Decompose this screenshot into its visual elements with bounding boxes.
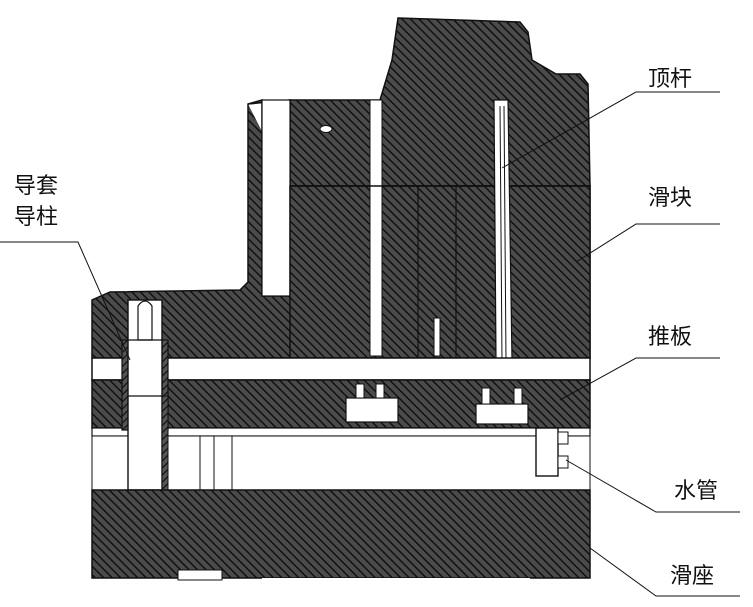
label-push-plate: 推板 — [648, 325, 692, 350]
leader-ejector-pin — [501, 91, 720, 169]
leader-lines — [0, 91, 740, 597]
leader-water-pipe — [565, 459, 740, 513]
open-gap — [91, 435, 591, 491]
leader-slider — [575, 223, 720, 263]
guide-pillar-bush — [121, 299, 169, 491]
leader-guide — [0, 241, 131, 361]
push-plate — [91, 357, 591, 437]
slider-body — [289, 99, 591, 359]
label-ejector-pin: 顶杆 — [648, 67, 692, 92]
leader-push-plate — [559, 357, 720, 401]
label-guide-bush: 导套 — [14, 174, 58, 199]
label-slider: 滑块 — [648, 186, 692, 211]
slide-seat — [91, 489, 591, 588]
label-slide-seat: 滑座 — [670, 564, 714, 589]
slider-top-block — [289, 17, 591, 187]
label-guide-pillar: 导柱 — [14, 205, 58, 230]
water-pipe-fitting — [535, 427, 569, 477]
leader-slide-seat — [589, 547, 740, 597]
label-water-pipe: 水管 — [674, 479, 718, 504]
